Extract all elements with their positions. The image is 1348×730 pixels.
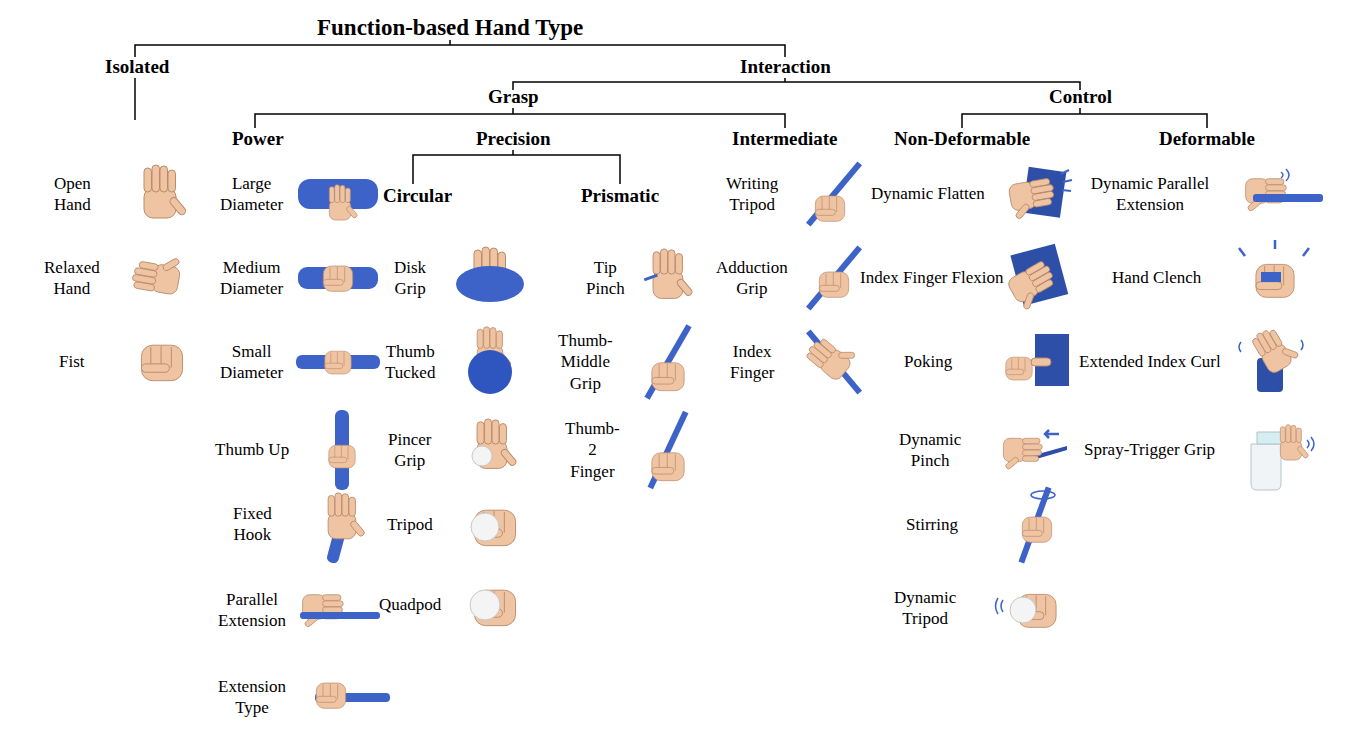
category-heading: Power <box>232 127 284 151</box>
extended-index-curl-image <box>1239 321 1303 392</box>
parallel-extension-image <box>300 595 380 628</box>
hand-type-label: Medium Diameter <box>220 257 283 300</box>
relaxed-hand-image <box>131 250 183 295</box>
spray-trigger-grip-image <box>1251 425 1314 490</box>
hand-illustrations <box>131 161 1323 708</box>
thumb-middle-grip-image <box>644 324 691 400</box>
fist-image <box>141 345 182 380</box>
category-heading: Intermediate <box>732 127 838 151</box>
category-heading: Control <box>1049 85 1112 109</box>
hand-type-label: Stirring <box>906 514 958 535</box>
extension-type-image <box>315 683 390 708</box>
diagram-title: Function-based Hand Type <box>317 14 583 43</box>
dynamic-flatten-image <box>1008 167 1072 221</box>
hand-type-label: Tripod <box>387 514 433 535</box>
category-heading: Non-Deformable <box>894 127 1030 151</box>
hand-type-label: Open Hand <box>54 173 91 216</box>
stirring-image <box>1019 486 1055 563</box>
hand-type-label: Fixed Hook <box>233 503 272 546</box>
hand-type-label: Large Diameter <box>220 173 283 216</box>
tip-pinch-image <box>644 249 694 298</box>
hierarchy-brackets <box>135 40 1207 184</box>
hand-type-label: Thumb-Middle Grip <box>558 330 613 394</box>
hand-type-label: Index Finger <box>730 341 774 384</box>
category-heading: Circular <box>383 184 452 208</box>
thumb-up-image <box>329 410 355 490</box>
hand-type-label: Thumb-2 Finger <box>565 418 620 482</box>
small-diameter-image <box>296 351 380 374</box>
hand-clench-image <box>1239 240 1309 297</box>
dynamic-parallel-extension-image <box>1246 169 1323 212</box>
hand-type-label: Dynamic Flatten <box>871 183 985 204</box>
hand-type-label: Pincer Grip <box>388 429 431 472</box>
hand-type-label: Index Finger Flexion <box>860 267 1004 288</box>
thumb-two-finger-image <box>648 411 689 490</box>
hand-type-label: Dynamic Tripod <box>894 587 956 630</box>
poking-image <box>1006 334 1069 386</box>
hand-type-label: Disk Grip <box>394 257 426 300</box>
open-hand-image <box>144 165 187 218</box>
hand-type-label: Extended Index Curl <box>1079 351 1221 372</box>
disk-grip-image <box>456 247 524 302</box>
hand-type-label: Quadpod <box>379 594 441 615</box>
fixed-hook-image <box>326 493 366 564</box>
hand-type-label: Extension Type <box>218 676 286 719</box>
hand-type-label: Dynamic Parallel Extension <box>1080 173 1220 216</box>
index-finger-image <box>804 328 862 394</box>
category-heading: Grasp <box>488 85 539 109</box>
hand-type-label: Relaxed Hand <box>44 257 100 300</box>
tripod-image <box>471 510 516 545</box>
hand-type-label: Poking <box>904 351 952 372</box>
dynamic-pinch-image <box>1003 430 1067 470</box>
index-finger-flexion-image <box>1006 244 1068 313</box>
medium-diameter-image <box>298 266 378 291</box>
large-diameter-image <box>298 179 378 220</box>
hand-type-label: Parallel Extension <box>218 589 286 632</box>
adduction-grip-image <box>806 245 862 310</box>
hand-type-label: Tip Pinch <box>586 257 625 300</box>
category-heading: Prismatic <box>581 184 659 208</box>
hand-type-label: Thumb Up <box>215 439 289 460</box>
writing-tripod-image <box>806 161 862 226</box>
hand-type-label: Adduction Grip <box>716 257 788 300</box>
category-heading: Precision <box>476 127 551 151</box>
hand-type-label: Fist <box>59 351 85 372</box>
category-heading: Isolated <box>105 55 169 79</box>
hand-type-label: Spray-Trigger Grip <box>1084 439 1215 460</box>
hand-type-label: Thumb Tucked <box>385 341 435 384</box>
thumb-tucked-image <box>468 327 512 394</box>
category-heading: Deformable <box>1159 127 1255 151</box>
hand-type-label: Writing Tripod <box>726 173 778 216</box>
quadpod-image <box>470 590 516 626</box>
category-heading: Interaction <box>740 55 831 79</box>
hand-type-label: Hand Clench <box>1112 267 1201 288</box>
pincer-grip-image <box>472 419 517 468</box>
hand-type-label: Small Diameter <box>220 341 283 384</box>
dynamic-tripod-image <box>996 594 1057 627</box>
hand-type-label: Dynamic Pinch <box>899 429 961 472</box>
